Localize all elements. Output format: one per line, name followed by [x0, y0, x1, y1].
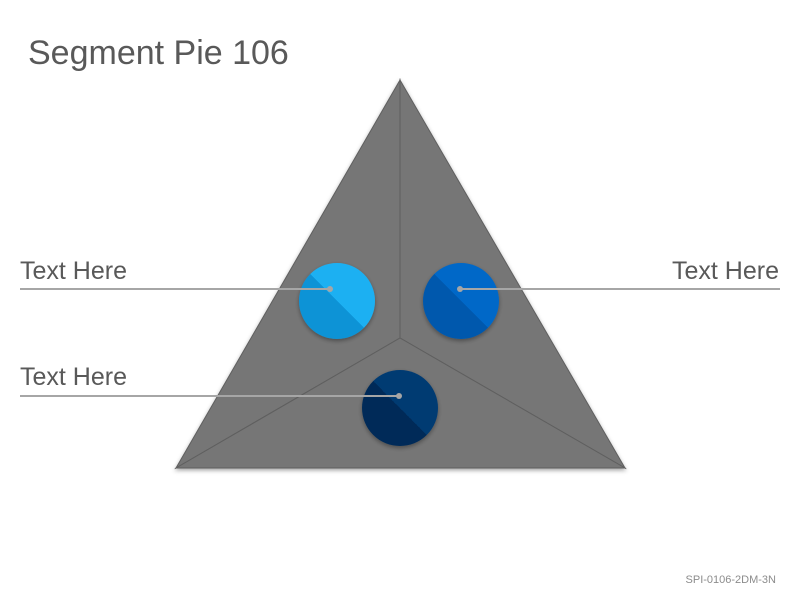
text-label-left-bottom[interactable]: Text Here	[20, 363, 127, 391]
slide-code: SPI-0106-2DM-3N	[685, 574, 776, 586]
leader-lines	[20, 286, 780, 399]
circle-left[interactable]	[299, 263, 375, 339]
leader-dot-right-top	[457, 286, 463, 292]
circle-right[interactable]	[423, 263, 499, 339]
text-label-left-top[interactable]: Text Here	[20, 257, 127, 285]
circle-bottom[interactable]	[362, 370, 438, 446]
leader-dot-left-bottom	[396, 393, 402, 399]
slide-title: Segment Pie 106	[28, 34, 289, 72]
text-label-right-top[interactable]: Text Here	[672, 257, 779, 285]
leader-dot-left-top	[327, 286, 333, 292]
